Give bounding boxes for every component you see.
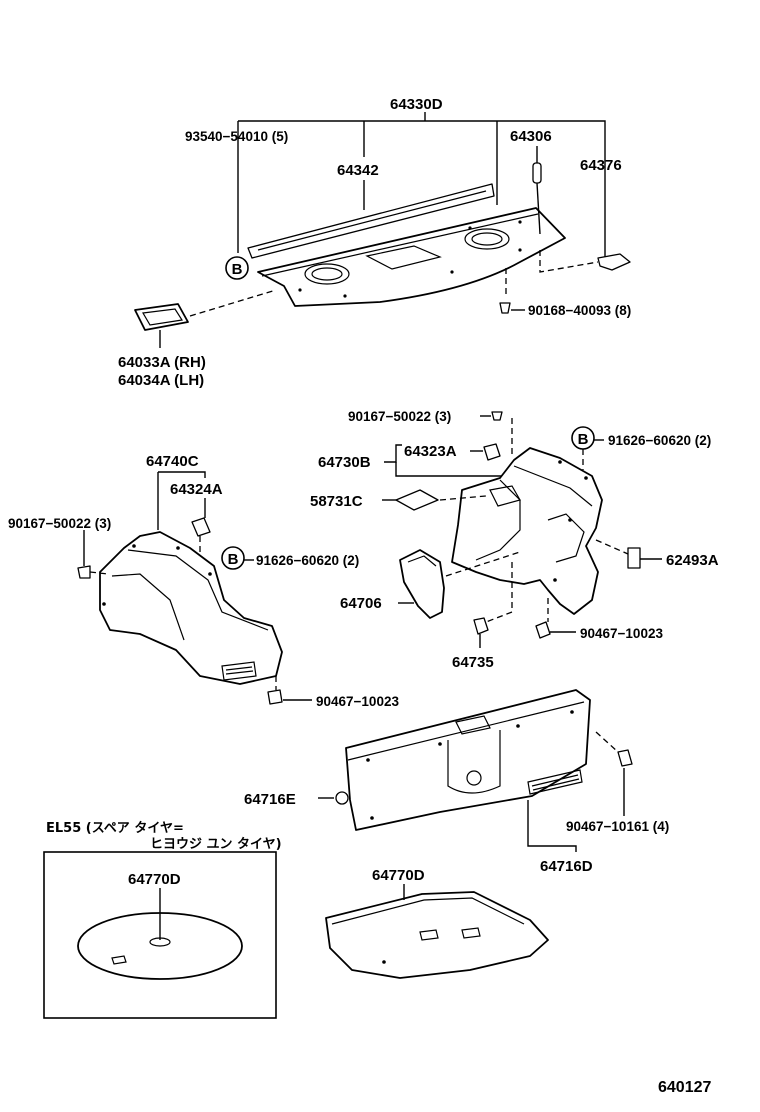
part-64706-edge — [407, 555, 437, 567]
part-90167-right — [491, 411, 503, 421]
label-64770d-box: 64770D — [128, 871, 181, 888]
label-62493a: 62493A — [666, 552, 719, 569]
part-90467-left — [267, 689, 283, 705]
marker-b-right-label: B — [578, 431, 589, 448]
label-90467-10023-left: 90467−10023 — [316, 694, 399, 709]
drawing-number: 640127 — [658, 1079, 711, 1096]
dash-64706 — [445, 551, 521, 577]
part-90168 — [499, 302, 511, 314]
el55-box — [43, 851, 277, 1019]
marker-b-left — [221, 546, 245, 570]
part-64376 — [597, 253, 631, 271]
part-64324a — [191, 517, 211, 537]
label-64716e: 64716E — [244, 791, 296, 808]
part-64730b-edge1 — [513, 465, 593, 507]
dash-90167-left — [89, 571, 109, 575]
part-64740c-trim — [99, 531, 283, 685]
part-tray-opening — [365, 245, 442, 270]
part-64342-line — [257, 190, 487, 251]
part-tray-speaker-right-inner — [471, 232, 503, 246]
part-64740c-vent — [221, 661, 257, 681]
part-tray-speaker-left-inner — [311, 267, 343, 281]
part-64323a — [483, 443, 501, 461]
part-64716d-vent-slots — [531, 774, 580, 791]
leader-64330d-bracket — [238, 120, 606, 258]
label-64342: 64342 — [337, 162, 379, 179]
dash-58731c — [439, 495, 487, 501]
part-64716d-edge — [347, 701, 585, 761]
label-64324a: 64324A — [170, 481, 223, 498]
label-64770d: 64770D — [372, 867, 425, 884]
dash-62493a — [595, 539, 629, 555]
part-64730b-cup — [489, 485, 521, 507]
part-64770d-board-edge — [331, 897, 525, 925]
label-64323a: 64323A — [404, 443, 457, 460]
part-64706 — [399, 549, 445, 619]
part-tray-speaker-left — [304, 263, 350, 285]
leader-64730b-b — [395, 462, 540, 477]
part-64716d-vent — [527, 769, 583, 795]
part-64770d-board-slot1 — [419, 929, 439, 941]
label-64306: 64306 — [510, 128, 552, 145]
label-90168-40093: 90168−40093 (8) — [528, 303, 631, 318]
part-64770d-round-tab — [111, 955, 127, 965]
el55-note-line2: ヒヨウジ ユン タイヤ) — [150, 837, 282, 852]
part-64740c-edge1 — [127, 549, 269, 631]
label-64033a: 64033A (RH) — [118, 354, 206, 371]
leader-64716d — [527, 800, 577, 852]
dash-vent-tray — [189, 289, 277, 317]
label-91626-60620-right: 91626−60620 (2) — [608, 433, 711, 448]
label-64740c: 64740C — [146, 453, 199, 470]
el55-note-line1: EL55 (スペア タイヤ= — [46, 821, 184, 836]
leader-64730b-a — [384, 444, 402, 463]
part-64716d-tab — [455, 715, 491, 735]
label-64034a: 64034A (LH) — [118, 372, 204, 389]
part-tray-speaker-right — [464, 228, 510, 250]
label-64716d: 64716D — [540, 858, 593, 875]
label-90167-50022-left: 90167−50022 (3) — [8, 516, 111, 531]
part-64716d-center — [447, 730, 501, 794]
label-93540-54010: 93540−54010 (5) — [185, 129, 288, 144]
part-64730b-recess — [547, 513, 585, 563]
dash-90467-10161 — [595, 731, 619, 753]
leader-64740c-b — [158, 471, 206, 478]
part-64716d-sill — [345, 689, 591, 831]
part-64716d-hole — [466, 770, 482, 786]
label-58731c: 58731C — [310, 493, 363, 510]
part-64740c-vent-slots — [225, 666, 254, 675]
part-64033a-vent — [134, 303, 189, 331]
label-64730b: 64730B — [318, 454, 371, 471]
part-58731c — [395, 489, 439, 511]
part-90167-left — [77, 565, 91, 579]
label-91626-60620-left: 91626−60620 (2) — [256, 553, 359, 568]
part-62493a — [627, 547, 641, 569]
label-90467-10023-right: 90467−10023 — [580, 626, 663, 641]
part-64306-strap — [536, 182, 541, 235]
part-64730b-pocket — [475, 479, 521, 561]
marker-b-top-label: B — [232, 261, 243, 278]
part-64306 — [532, 162, 542, 184]
label-90167-50022-right: 90167−50022 (3) — [348, 409, 451, 424]
part-64716e — [335, 791, 349, 805]
dash-64376 — [539, 250, 599, 273]
part-90467-10161 — [617, 749, 633, 767]
label-64376: 64376 — [580, 157, 622, 174]
part-64735 — [473, 617, 489, 635]
part-64730b-trim — [451, 447, 603, 615]
marker-b-top — [225, 256, 249, 280]
label-64735: 64735 — [452, 654, 494, 671]
part-90467-right — [535, 621, 551, 639]
label-90467-10161: 90467−10161 (4) — [566, 819, 669, 834]
part-64770d-board-slot2 — [461, 927, 481, 939]
part-tray-edge — [261, 213, 539, 277]
dash-64735 — [485, 562, 513, 623]
marker-b-left-label: B — [228, 551, 239, 568]
part-64740c-edge2 — [111, 573, 185, 641]
part-vent-grille — [142, 308, 183, 326]
label-64330d: 64330D — [390, 96, 443, 113]
label-64706: 64706 — [340, 595, 382, 612]
